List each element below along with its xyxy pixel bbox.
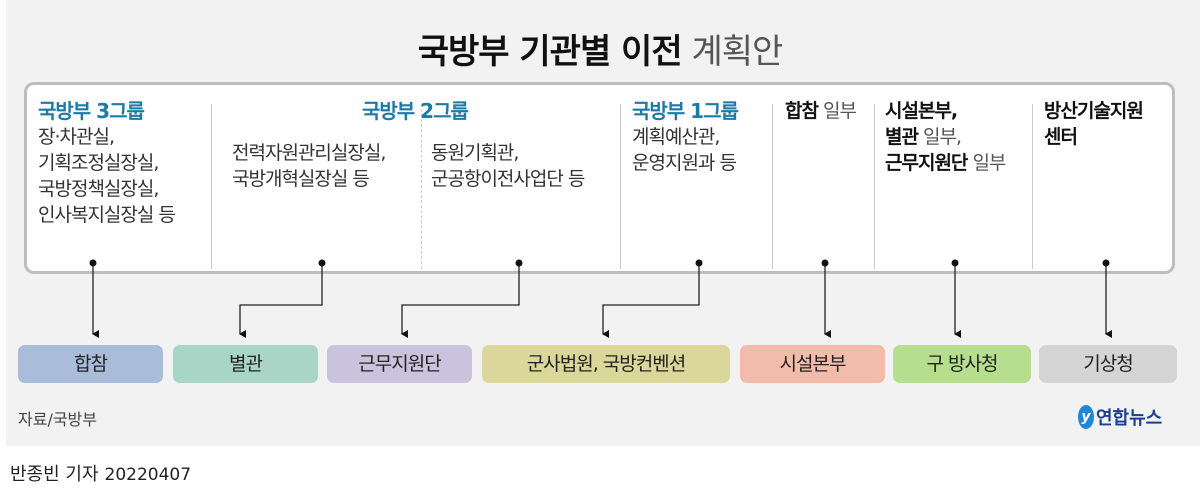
item: 군공항이전사업단 등 <box>431 168 585 190</box>
dest-court-convention: 군사법원, 국방컨벤션 <box>482 345 730 383</box>
item: 장·차관실, <box>38 126 115 148</box>
item-bold: 별관 <box>885 126 919 148</box>
item: 계획예산관, <box>632 126 720 148</box>
group-2-heading: 국방부 2그룹 <box>362 99 469 123</box>
dest-annex: 별관 <box>173 345 318 383</box>
page-title: 국방부 기관별 이전 계획안 <box>0 24 1200 73</box>
divider-dashed <box>421 104 422 269</box>
item: 동원기획관, <box>431 142 519 164</box>
dest-facility: 시설본부 <box>740 345 885 383</box>
item-light: 일부, <box>923 126 962 148</box>
group-1-heading: 국방부 1그룹 <box>632 99 739 123</box>
item: 국방개혁실장실 등 <box>232 168 370 190</box>
current-groups-box <box>24 82 1175 274</box>
item: 기획조정실장실, <box>38 152 159 174</box>
dest-kma: 기상청 <box>1039 345 1177 383</box>
connector-dot <box>951 259 959 267</box>
connector-line <box>602 263 700 338</box>
source-note: 자료/국방부 <box>18 410 97 429</box>
title-light: 계획안 <box>691 32 783 72</box>
item: 전력자원관리실장실, <box>232 142 386 164</box>
group-1: 국방부 1그룹 계획예산관, 운영지원과 등 <box>632 98 739 176</box>
author: 반종빈 기자 <box>10 464 99 485</box>
divider <box>211 104 212 269</box>
divider <box>620 104 621 269</box>
divider <box>874 104 875 269</box>
connector-dot <box>318 259 326 267</box>
group-2a: 전력자원관리실장실, 국방개혁실장실 등 <box>232 140 386 192</box>
title-bold: 국방부 기관별 이전 <box>417 32 683 72</box>
item: 국방정책실장실, <box>38 178 159 200</box>
group-3-heading: 국방부 3그룹 <box>38 99 145 123</box>
connector-dot <box>821 259 829 267</box>
connector-dot <box>1102 259 1110 267</box>
item-light: 일부 <box>823 100 857 122</box>
group-2b: 동원기획관, 군공항이전사업단 등 <box>431 140 585 192</box>
connector-dot <box>515 259 523 267</box>
item: 인사복지실장실 등 <box>38 204 176 226</box>
dest-jcs: 합참 <box>18 345 163 383</box>
yonhap-logo-icon: y <box>1078 405 1094 429</box>
jcs-column: 합참 일부 <box>785 98 857 124</box>
item: 운영지원과 등 <box>632 152 737 174</box>
logo-text: 연합뉴스 <box>1096 408 1163 429</box>
item-bold: 근무지원단 <box>885 152 968 174</box>
item-light: 일부 <box>972 152 1006 174</box>
date: 20220407 <box>104 465 192 485</box>
connector-dot <box>89 259 97 267</box>
dtc-column: 방산기술지원 센터 <box>1044 98 1144 150</box>
item: 시설본부, <box>885 100 958 122</box>
connector-line <box>239 263 323 338</box>
dest-old-dapa: 구 방사청 <box>893 345 1031 383</box>
divider <box>1032 104 1033 269</box>
item-bold: 합참 <box>785 100 819 122</box>
facility-column: 시설본부, 별관 일부, 근무지원단 일부 <box>885 98 1006 176</box>
item: 센터 <box>1044 126 1078 148</box>
connector-line <box>401 263 520 338</box>
divider <box>772 104 773 269</box>
dest-support-group: 근무지원단 <box>327 345 472 383</box>
connector-dot <box>695 259 703 267</box>
group-3: 국방부 3그룹 장·차관실, 기획조정실장실, 국방정책실장실, 인사복지실장실… <box>38 98 176 228</box>
item: 방산기술지원 <box>1044 100 1144 122</box>
